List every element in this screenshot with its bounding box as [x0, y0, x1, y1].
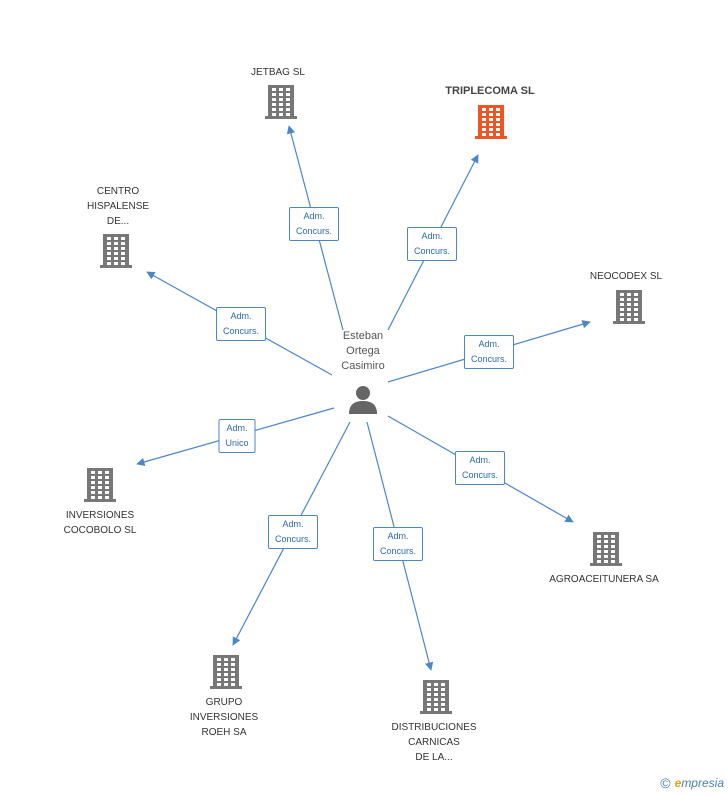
company-name-grupo-roeh[interactable]: GRUPO INVERSIONES ROEH SA — [190, 695, 258, 740]
role-label[interactable]: Adm. Concurs. — [288, 207, 340, 241]
person-name[interactable]: Esteban Ortega Casimiro — [341, 329, 384, 374]
person-name-line: Casimiro — [341, 360, 385, 372]
company-name-line: CARNICAS — [408, 737, 460, 748]
company-name-neocodex[interactable]: NEOCODEX SL — [590, 269, 662, 284]
building-icon[interactable] — [613, 290, 645, 324]
empresia-logo[interactable]: empresia — [674, 776, 724, 790]
role-label-line: Concurs. — [274, 534, 312, 544]
role-label-line: Adm. — [226, 423, 248, 433]
role-label-line: Concurs. — [222, 326, 260, 336]
company-name-line: INVERSIONES — [189, 712, 259, 723]
company-name-line: ROEH SA — [201, 727, 247, 738]
role-label-line: Concurs. — [461, 470, 499, 480]
company-name-inversiones-cocobolo[interactable]: INVERSIONES COCOBOLO SL — [64, 508, 137, 538]
role-label-line: Adm. — [469, 455, 491, 465]
building-icon[interactable] — [420, 680, 452, 714]
person-icon[interactable] — [347, 384, 379, 416]
building-icon[interactable] — [84, 468, 116, 502]
company-name-line: COCOBOLO SL — [63, 525, 137, 536]
role-label-line: Adm. — [282, 519, 304, 529]
company-name-distribuciones[interactable]: DISTRIBUCIONES CARNICAS DE LA... — [391, 720, 476, 765]
company-name-line: JETBAG SL — [251, 67, 305, 78]
person-name-line: Ortega — [346, 345, 380, 357]
role-label[interactable]: Adm. Unico — [218, 419, 256, 453]
role-label-line: Concurs. — [470, 354, 508, 364]
company-name-line: NEOCODEX SL — [589, 271, 663, 282]
role-label-line: Adm. — [387, 531, 409, 541]
company-name-line: DISTRIBUCIONES — [391, 722, 477, 733]
role-label-line: Concurs. — [413, 246, 451, 256]
role-label-line: Concurs. — [295, 226, 333, 236]
role-label-line: Concurs. — [379, 546, 417, 556]
building-icon[interactable] — [100, 234, 132, 268]
company-name-agroaceitunera[interactable]: AGROACEITUNERA SA — [549, 572, 658, 587]
role-label[interactable]: Adm. Concurs. — [454, 451, 506, 485]
role-label[interactable]: Adm. Concurs. — [215, 307, 267, 341]
building-icon[interactable] — [265, 85, 297, 119]
company-name-triplecoma[interactable]: TRIPLECOMA SL — [445, 84, 534, 99]
company-name-line: INVERSIONES — [65, 510, 135, 521]
role-label-line: Unico — [225, 438, 249, 448]
role-label-line: Adm. — [478, 339, 500, 349]
company-name-line: DE LA... — [415, 752, 453, 763]
role-label[interactable]: Adm. Concurs. — [406, 227, 458, 261]
company-name-jetbag[interactable]: JETBAG SL — [251, 65, 305, 80]
building-icon[interactable] — [210, 655, 242, 689]
footer-brand: © empresia — [660, 775, 724, 791]
role-label[interactable]: Adm. Concurs. — [372, 527, 424, 561]
company-name-line: DE... — [106, 216, 130, 227]
copyright-icon: © — [660, 775, 671, 791]
company-name-line: CENTRO — [96, 186, 140, 197]
building-icon[interactable] — [590, 532, 622, 566]
role-label-line: Adm. — [303, 211, 325, 221]
company-name-line: GRUPO — [205, 697, 243, 708]
company-name-line: AGROACEITUNERA SA — [549, 574, 659, 585]
role-label[interactable]: Adm. Concurs. — [267, 515, 319, 549]
role-label[interactable]: Adm. Concurs. — [463, 335, 515, 369]
person-name-line: Esteban — [342, 330, 384, 342]
company-name-line: TRIPLECOMA SL — [445, 85, 535, 97]
company-name-line: HISPALENSE — [86, 201, 150, 212]
role-label-line: Adm. — [230, 311, 252, 321]
building-icon[interactable] — [475, 105, 507, 139]
role-label-line: Adm. — [421, 231, 443, 241]
company-name-centro[interactable]: CENTRO HISPALENSE DE... — [87, 184, 149, 229]
